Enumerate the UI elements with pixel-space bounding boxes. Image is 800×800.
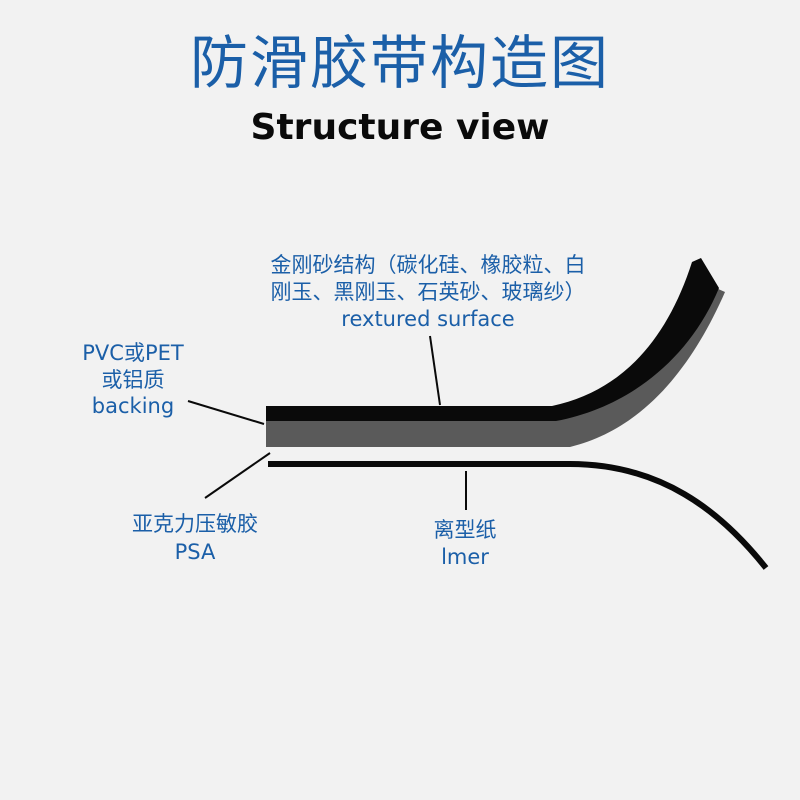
surface-label-line2: 刚玉、黑刚玉、石英砂、玻璃纱）: [270, 280, 586, 304]
psa-label-line2: PSA: [174, 540, 216, 564]
surface-label-line1: 金刚砂结构（碳化硅、橡胶粒、白: [270, 253, 586, 277]
psa-label-line1: 亚克力压敏胶: [132, 512, 258, 536]
backing-layer: [266, 288, 725, 447]
diagram-title-chinese: 防滑胶带构造图: [189, 29, 610, 97]
backing-label-line2: 或铝质: [101, 368, 165, 392]
liner-label-line2: lmer: [441, 545, 489, 569]
backing-label-line1: PVC或PET: [82, 341, 184, 365]
liner-label-line1: 离型纸: [433, 518, 497, 542]
release-liner-layer: [268, 461, 769, 570]
backing-leader-line: [187, 400, 265, 425]
surface-leader-line: [429, 335, 441, 406]
diagram-title-english: Structure view: [250, 107, 550, 148]
surface-label-line3: rextured surface: [341, 307, 515, 331]
psa-leader-line: [204, 452, 271, 499]
backing-label-line3: backing: [91, 394, 175, 418]
